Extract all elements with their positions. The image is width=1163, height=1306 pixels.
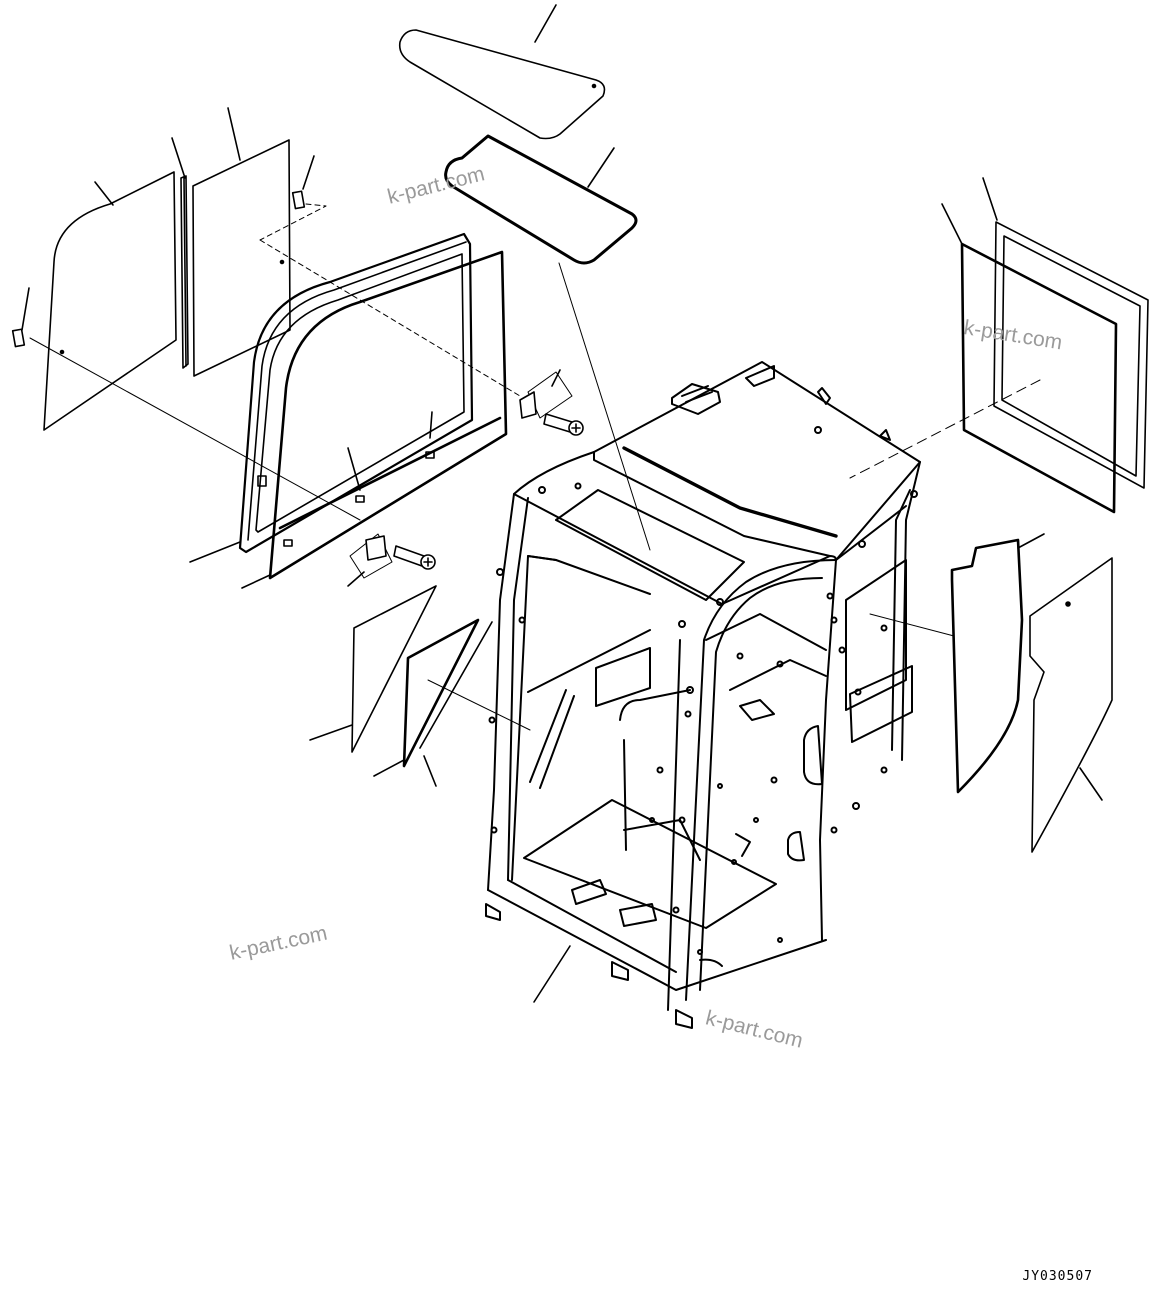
roof-glass[interactable] — [398, 29, 606, 140]
leader-lower-clip — [347, 571, 365, 587]
lower-left-inner-glass[interactable] — [402, 618, 480, 768]
leader-rear-seal — [1017, 533, 1045, 549]
leader-roof-glass — [534, 4, 557, 43]
leader-right-to-frame — [849, 379, 1041, 479]
upper-clip[interactable] — [519, 371, 573, 419]
leader-center-pointer — [347, 447, 361, 491]
leader-rear-glass — [1079, 767, 1103, 801]
leader-roof-seal — [587, 147, 615, 188]
left-outer-glass[interactable] — [43, 171, 177, 431]
leader-right-seal — [941, 203, 963, 245]
leader-left-outer — [94, 181, 114, 206]
left-door-frame[interactable] — [238, 232, 474, 554]
dash-latch-top — [259, 203, 521, 397]
drawing-code: JY030507 — [1022, 1269, 1093, 1284]
leader-to-frame-left — [427, 679, 531, 731]
leader-lower-inner-glass — [373, 759, 405, 777]
leader-sliding-glass — [241, 574, 271, 589]
leader-cab-frame — [533, 945, 571, 1003]
leader-lower-left-glass — [309, 724, 353, 741]
left-latch-top[interactable] — [291, 190, 306, 210]
left-glass-strip[interactable] — [180, 175, 189, 369]
right-rear-seal[interactable] — [950, 538, 1024, 794]
roof-glass-seal[interactable] — [444, 134, 638, 265]
leader-lower-strip — [423, 755, 437, 787]
right-seal[interactable] — [960, 242, 1118, 514]
cab-frame[interactable] — [485, 361, 921, 1029]
leader-right-outer — [982, 177, 998, 221]
right-outer-glass[interactable] — [993, 221, 1149, 489]
upper-bolt[interactable] — [543, 413, 584, 436]
leader-roof-to-frame — [558, 262, 651, 551]
left-sliding-glass[interactable] — [268, 250, 508, 580]
leader-door-frame — [189, 541, 241, 563]
lower-left-glass[interactable] — [351, 585, 437, 753]
leader-left-strip — [171, 137, 186, 179]
lower-clip[interactable] — [349, 533, 393, 579]
leader-upper-clip — [551, 369, 561, 387]
right-rear-glass[interactable] — [1029, 557, 1113, 853]
leader-latch-bottom — [21, 287, 30, 331]
lower-strip — [419, 621, 493, 749]
leader-latch-top — [302, 155, 315, 190]
leader-rear-to-frame — [869, 613, 955, 637]
lower-bolt[interactable] — [393, 545, 436, 570]
left-latch-bottom[interactable] — [11, 328, 26, 348]
leader-left-inner — [227, 107, 241, 161]
left-inner-glass[interactable] — [192, 139, 291, 377]
dash-latch-bottom — [29, 337, 361, 521]
